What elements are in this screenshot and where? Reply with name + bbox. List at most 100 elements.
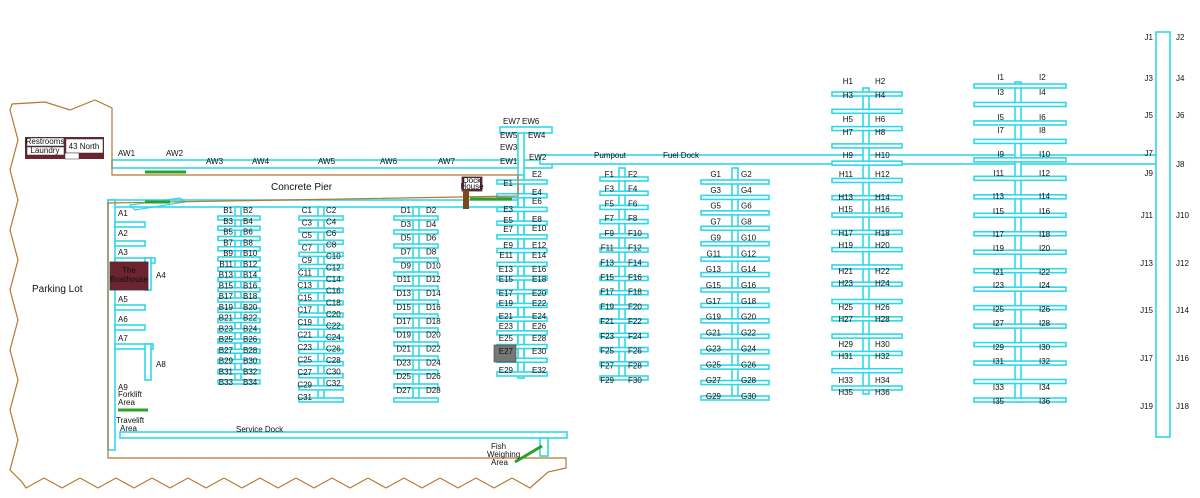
slip-label-e6: E6 bbox=[532, 197, 542, 206]
slip-label-i33: I33 bbox=[993, 383, 1005, 392]
pier-h-finger-3 bbox=[831, 143, 903, 149]
slip-label-a9: A9 bbox=[118, 383, 128, 392]
pier-g-finger-3 bbox=[700, 225, 770, 232]
slip-label-f27: F27 bbox=[600, 361, 614, 370]
slip-label-h32: H32 bbox=[875, 352, 890, 361]
slip-label-d12: D12 bbox=[426, 275, 441, 284]
slip-label-aw3: AW3 bbox=[206, 157, 224, 166]
slip-label-d2: D2 bbox=[426, 206, 437, 215]
pier-i-finger-12 bbox=[973, 304, 1067, 311]
slip-label-e8: E8 bbox=[532, 215, 542, 224]
slip-label-b10: B10 bbox=[243, 249, 258, 258]
slip-label-i12: I12 bbox=[1039, 169, 1051, 178]
slip-label-e22: E22 bbox=[532, 299, 547, 308]
pier-d-finger-3 bbox=[393, 257, 439, 263]
slip-label-e13: E13 bbox=[499, 265, 514, 274]
slip-label-g17: G17 bbox=[706, 297, 722, 306]
slip-label-h26: H26 bbox=[875, 303, 890, 312]
slip-label-i9: I9 bbox=[997, 150, 1004, 159]
pier-h-finger-0 bbox=[831, 91, 903, 97]
pier-c-finger-9 bbox=[298, 324, 344, 331]
shoreline-layer bbox=[9, 99, 567, 489]
slip-label-e15: E15 bbox=[499, 275, 514, 284]
slip-label-b19: B19 bbox=[219, 303, 234, 312]
slip-label-c23: C23 bbox=[297, 343, 312, 352]
slip-label-e11: E11 bbox=[499, 251, 513, 260]
pier-b-finger-11 bbox=[217, 327, 261, 334]
pier-e-finger-1 bbox=[496, 192, 548, 199]
slip-label-c21: C21 bbox=[297, 331, 312, 340]
slip-label-ew1: EW1 bbox=[500, 157, 518, 166]
pier-i-finger-9 bbox=[973, 249, 1067, 256]
slip-label-c28: C28 bbox=[326, 356, 341, 365]
slip-label-e16: E16 bbox=[532, 265, 547, 274]
slip-label-aw2: AW2 bbox=[166, 149, 184, 158]
slip-label-e29: E29 bbox=[499, 366, 514, 375]
pier-i-finger-10 bbox=[973, 267, 1067, 274]
dock-house-post bbox=[463, 190, 469, 209]
pier-h-finger-11 bbox=[831, 281, 903, 288]
slip-label-c6: C6 bbox=[326, 229, 337, 238]
pier-b-finger-10 bbox=[217, 317, 261, 324]
pier-c-finger-4 bbox=[298, 263, 344, 270]
pier-f-finger-2 bbox=[599, 204, 649, 211]
boathouse-label-2: Boathouse bbox=[110, 275, 149, 284]
slip-label-f8: F8 bbox=[628, 214, 638, 223]
pier-e-finger-14 bbox=[496, 371, 548, 377]
pier-b-finger-12 bbox=[217, 338, 261, 344]
slip-label-b31: B31 bbox=[219, 367, 234, 376]
slip-label-h29: H29 bbox=[838, 340, 853, 349]
slip-label-a8: A8 bbox=[156, 360, 166, 369]
pier-g-trunk bbox=[731, 167, 739, 397]
slip-label-h18: H18 bbox=[875, 229, 890, 238]
slip-label-g29: G29 bbox=[706, 392, 722, 401]
slip-label-h5: H5 bbox=[843, 115, 854, 124]
a-finger-1 bbox=[114, 240, 146, 247]
slip-label-i25: I25 bbox=[993, 305, 1005, 314]
slip-label-h9: H9 bbox=[843, 151, 854, 160]
slip-label-d24: D24 bbox=[426, 358, 441, 367]
walkway-a bbox=[107, 199, 116, 451]
slip-label-e4: E4 bbox=[532, 188, 542, 197]
pier-c-finger-10 bbox=[298, 336, 344, 343]
pier-f-finger-3 bbox=[599, 218, 649, 225]
pier-i-finger-15 bbox=[973, 360, 1067, 366]
slip-label-g14: G14 bbox=[741, 265, 757, 274]
pier-i-finger-17 bbox=[973, 397, 1067, 403]
pier-f-finger-7 bbox=[599, 275, 649, 282]
slip-label-g6: G6 bbox=[741, 202, 752, 211]
slip-label-c5: C5 bbox=[302, 231, 313, 240]
pier-i-finger-8 bbox=[973, 230, 1067, 237]
slip-label-d14: D14 bbox=[426, 289, 441, 298]
pier-d-finger-5 bbox=[393, 285, 439, 291]
pier-f-finger-4 bbox=[599, 233, 649, 239]
slip-label-h6: H6 bbox=[875, 115, 886, 124]
slip-label-i17: I17 bbox=[993, 230, 1005, 239]
slip-label-j1: J1 bbox=[1145, 33, 1154, 42]
slip-label-j13: J13 bbox=[1140, 259, 1153, 268]
slip-label-b13: B13 bbox=[219, 271, 234, 280]
slip-label-j14: J14 bbox=[1176, 306, 1189, 315]
slip-label-b6: B6 bbox=[243, 228, 253, 237]
slip-label-f25: F25 bbox=[600, 347, 614, 356]
slip-label-c2: C2 bbox=[326, 206, 337, 215]
slip-label-i5: I5 bbox=[997, 113, 1004, 122]
slip-label-b25: B25 bbox=[219, 335, 234, 344]
slip-label-h23: H23 bbox=[838, 279, 853, 288]
pier-i-finger-6 bbox=[973, 194, 1067, 200]
pier-f-finger-1 bbox=[599, 190, 649, 197]
pier-g-finger-14 bbox=[700, 395, 770, 401]
slip-label-h2: H2 bbox=[875, 77, 886, 86]
slip-label-g28: G28 bbox=[741, 376, 757, 385]
slip-label-b24: B24 bbox=[243, 324, 258, 333]
slip-label-g30: G30 bbox=[741, 392, 757, 401]
slip-label-c18: C18 bbox=[326, 298, 341, 307]
restrooms-box bbox=[26, 137, 65, 147]
pier-i-finger-16 bbox=[973, 378, 1067, 385]
slip-label-c31: C31 bbox=[297, 393, 312, 402]
slip-label-g27: G27 bbox=[706, 376, 722, 385]
pier-h-finger-12 bbox=[831, 298, 903, 305]
slip-label-d1: D1 bbox=[401, 206, 412, 215]
slip-label-b34: B34 bbox=[243, 378, 258, 387]
